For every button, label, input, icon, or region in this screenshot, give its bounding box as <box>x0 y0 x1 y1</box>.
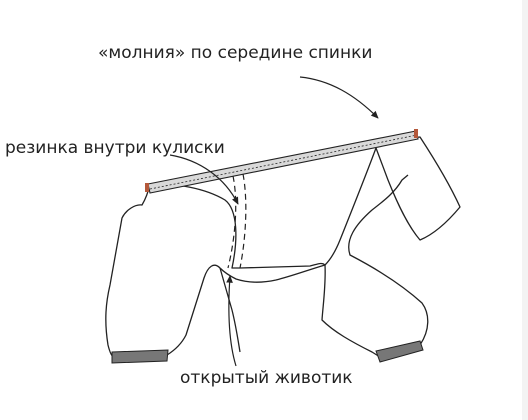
zipper-end-right <box>414 129 418 138</box>
arrows <box>169 76 379 367</box>
rear-leg <box>321 174 429 358</box>
elastic-channel <box>227 173 247 269</box>
page-edge-strip <box>522 0 528 420</box>
elastic-label: резинка внутри кулиски <box>5 138 225 158</box>
belly-opening <box>219 264 326 283</box>
curved-arrow-icon <box>299 76 379 119</box>
hind-inner-seam <box>324 147 377 266</box>
back-rear <box>375 136 461 241</box>
front-inner-seam <box>219 267 241 353</box>
rear-cuff <box>375 340 424 363</box>
zipper-end-left <box>145 183 149 192</box>
zipper-label: «молния» по середине спинки <box>98 43 373 63</box>
zipper <box>145 129 419 194</box>
zipper-teeth <box>149 134 418 190</box>
elastic-line-1 <box>227 175 237 269</box>
curved-arrow-icon <box>226 275 237 367</box>
garment-outline <box>105 136 461 358</box>
zipper-band <box>147 130 419 194</box>
belly-contour <box>149 183 326 269</box>
curved-arrow-icon <box>169 154 239 205</box>
elastic-line-2 <box>239 173 247 269</box>
belly-label: открытый животик <box>180 368 353 388</box>
cuffs <box>111 340 424 364</box>
front-leg <box>105 183 221 358</box>
front-cuff <box>111 349 169 364</box>
